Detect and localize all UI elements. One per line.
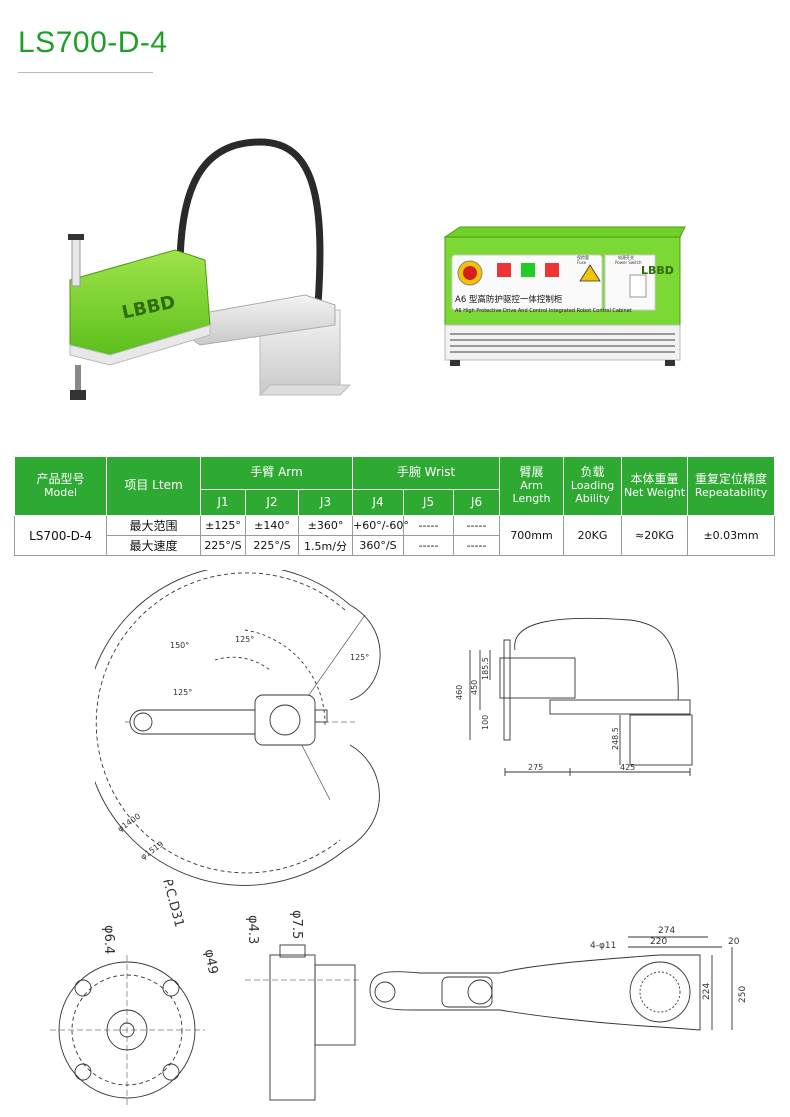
row-label-speed: 最大速度 [106,535,201,556]
repeat-cell: ±0.03mm [687,515,776,556]
header-wrist: 手腕 Wrist [351,456,501,490]
header-j3: J3 [298,489,353,516]
fuse-label-cn: 保险管 [577,254,589,260]
fuse-label-en: Fuse [577,260,587,265]
row-label-range: 最大范围 [106,515,201,536]
cell-j2-speed: 225°/S [245,535,299,556]
angle-125-b: 125° [350,653,369,662]
plan-view-drawing: 274 220 20 4-φ11 224 250 [369,926,748,1031]
cell-j6-range: ----- [452,515,501,536]
angle-125-c: 125° [173,688,192,697]
side-view-drawing: 460 450 185.5 100 248.5 275 425 [455,617,693,776]
flange-drawing: φ6.4 P.C.D31 φ49 [50,880,220,1105]
header-j1: J1 [200,489,246,516]
header-item: 项目 Ltem [106,456,201,516]
dim-450: 450 [470,680,479,695]
cell-j6-speed: ----- [452,535,501,556]
load-cell: 20KG [563,515,623,556]
dim-185-5: 185.5 [481,657,490,680]
dim-224: 224 [702,983,712,1000]
workspace-top-view-drawing: 150° 125° 125° 125° φ1400 φ1519 [95,570,381,886]
header-j4: J4 [352,489,404,516]
header-j5: J5 [403,489,454,516]
dim-274: 274 [658,926,675,936]
cabinet-logo: LBBD [641,264,674,277]
cell-j5-range: ----- [403,515,454,536]
table-row: 最大速度 225°/S 225°/S 1.5m/分 360°/S ----- -… [15,535,775,556]
header-j6: J6 [452,489,501,516]
header-j2: J2 [245,489,299,516]
model-cell: LS700-D-4 [14,515,107,556]
cell-j3-speed: 1.5m/分 [298,535,353,556]
dim-275: 275 [528,763,543,772]
page-title: LS700-D-4 [18,26,168,59]
switch-label-en: Power Switch [615,260,642,265]
dim-220: 220 [650,937,667,947]
pcd-31: P.C.D31 [159,880,186,929]
cell-j3-range: ±360° [298,515,353,536]
section-drawing: φ4.3 φ7.5 [245,910,360,1101]
cell-j5-speed: ----- [403,535,454,556]
angle-125-a: 125° [235,635,254,644]
table-row: LS700-D-4 最大范围 ±125° ±140° ±360° +60°/-6… [14,515,776,556]
angle-150: 150° [170,641,189,650]
weight-cell: ≈20KG [621,515,689,556]
dia-49: φ49 [201,948,220,975]
dia-1400: φ1400 [116,812,142,834]
cell-j1-range: ±125° [200,515,246,536]
cell-j4-speed: 360°/S [352,535,404,556]
cell-j1-speed: 225°/S [200,535,246,556]
dim-460: 460 [455,685,464,700]
header-arm: 手臂 Arm [200,456,353,490]
holes-4-11: 4-φ11 [590,941,616,951]
dia-4-3: φ4.3 [245,915,260,944]
cabinet-label-en: A6 High Protective Drive And Control Int… [455,308,632,314]
cell-j4-range: +60°/-60° [352,515,409,536]
dim-248-5: 248.5 [611,727,620,750]
dia-7-5: φ7.5 [289,910,304,939]
dia-6-4: φ6.4 [101,925,116,954]
switch-label-cn: 电源开关 [618,254,634,260]
scara-robot-image: LBBD [68,138,352,400]
control-cabinet-image: 保险管 Fuse 电源开关 Power Switch LBBD A6 型高防护驱… [443,226,686,366]
title-underline [18,72,153,73]
dim-425: 425 [620,763,635,772]
dim-100: 100 [481,715,490,730]
cabinet-label-cn: A6 型高防护驱控一体控制柜 [455,294,563,305]
reach-cell: 700mm [499,515,565,556]
cell-j2-range: ±140° [245,515,299,536]
dim-250: 250 [738,986,748,1003]
dim-20: 20 [728,937,740,947]
dia-1519: φ1519 [139,840,165,862]
